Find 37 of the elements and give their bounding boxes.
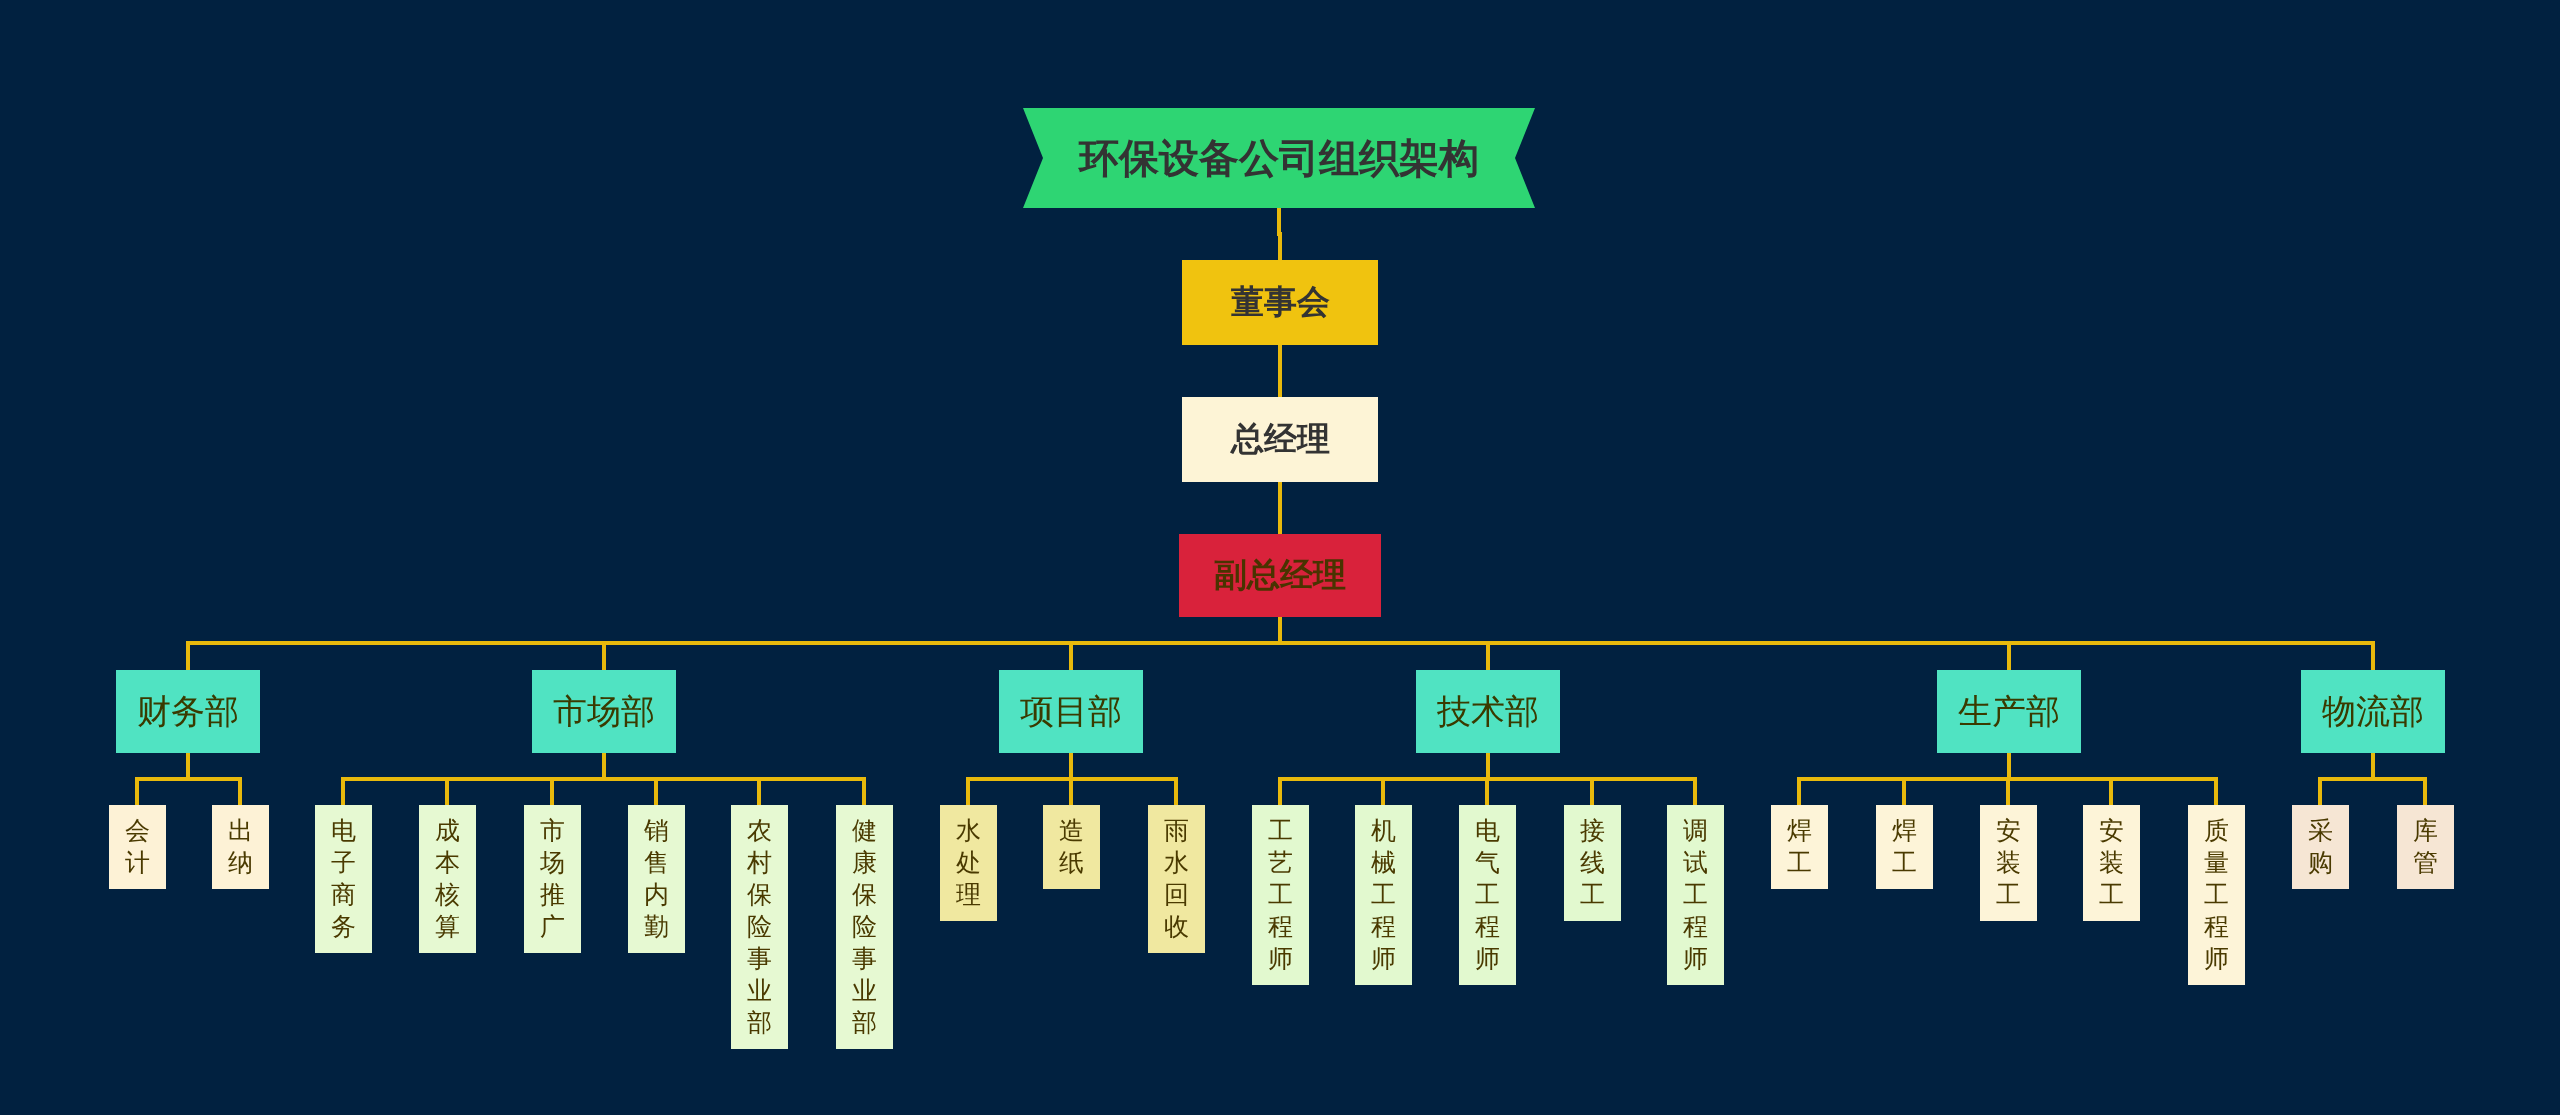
role-box: 副总经理 — [1179, 534, 1381, 617]
connector-line — [602, 753, 866, 805]
department-box: 技术部 — [1416, 670, 1560, 753]
position-box: 销售内勤 — [627, 805, 685, 953]
department-box: 项目部 — [999, 670, 1143, 753]
position-box: 雨水回收 — [1147, 805, 1205, 953]
position-box: 水处理 — [939, 805, 997, 921]
position-box: 工艺工程师 — [1251, 805, 1309, 985]
connector-line — [1278, 345, 1282, 397]
position-box: 成本核算 — [418, 805, 476, 953]
position-box: 造纸 — [1042, 805, 1100, 889]
position-box: 出纳 — [211, 805, 269, 889]
position-box: 采购 — [2291, 805, 2349, 889]
connector-line — [1278, 482, 1282, 534]
position-box: 农村保险事业部 — [730, 805, 788, 1049]
title-banner: 环保设备公司组织架构 — [1023, 108, 1535, 208]
department-box: 财务部 — [116, 670, 260, 753]
position-box: 安装工 — [1979, 805, 2037, 921]
position-box: 库管 — [2396, 805, 2454, 889]
position-box: 焊工 — [1770, 805, 1828, 889]
position-box: 市场推广 — [523, 805, 581, 953]
position-box: 电气工程师 — [1458, 805, 1516, 985]
position-box: 电子商务 — [314, 805, 372, 953]
position-box: 焊工 — [1875, 805, 1933, 889]
position-box: 调试工程师 — [1666, 805, 1724, 985]
position-box: 机械工程师 — [1354, 805, 1412, 985]
position-box: 健康保险事业部 — [835, 805, 893, 1049]
position-box: 安装工 — [2082, 805, 2140, 921]
department-box: 市场部 — [532, 670, 676, 753]
department-box: 物流部 — [2301, 670, 2445, 753]
department-box: 生产部 — [1937, 670, 2081, 753]
position-box: 会计 — [108, 805, 166, 889]
role-box: 董事会 — [1182, 260, 1378, 345]
connector-line — [1277, 208, 1282, 260]
position-box: 接线工 — [1563, 805, 1621, 921]
role-box: 总经理 — [1182, 397, 1378, 482]
position-box: 质量工程师 — [2187, 805, 2245, 985]
